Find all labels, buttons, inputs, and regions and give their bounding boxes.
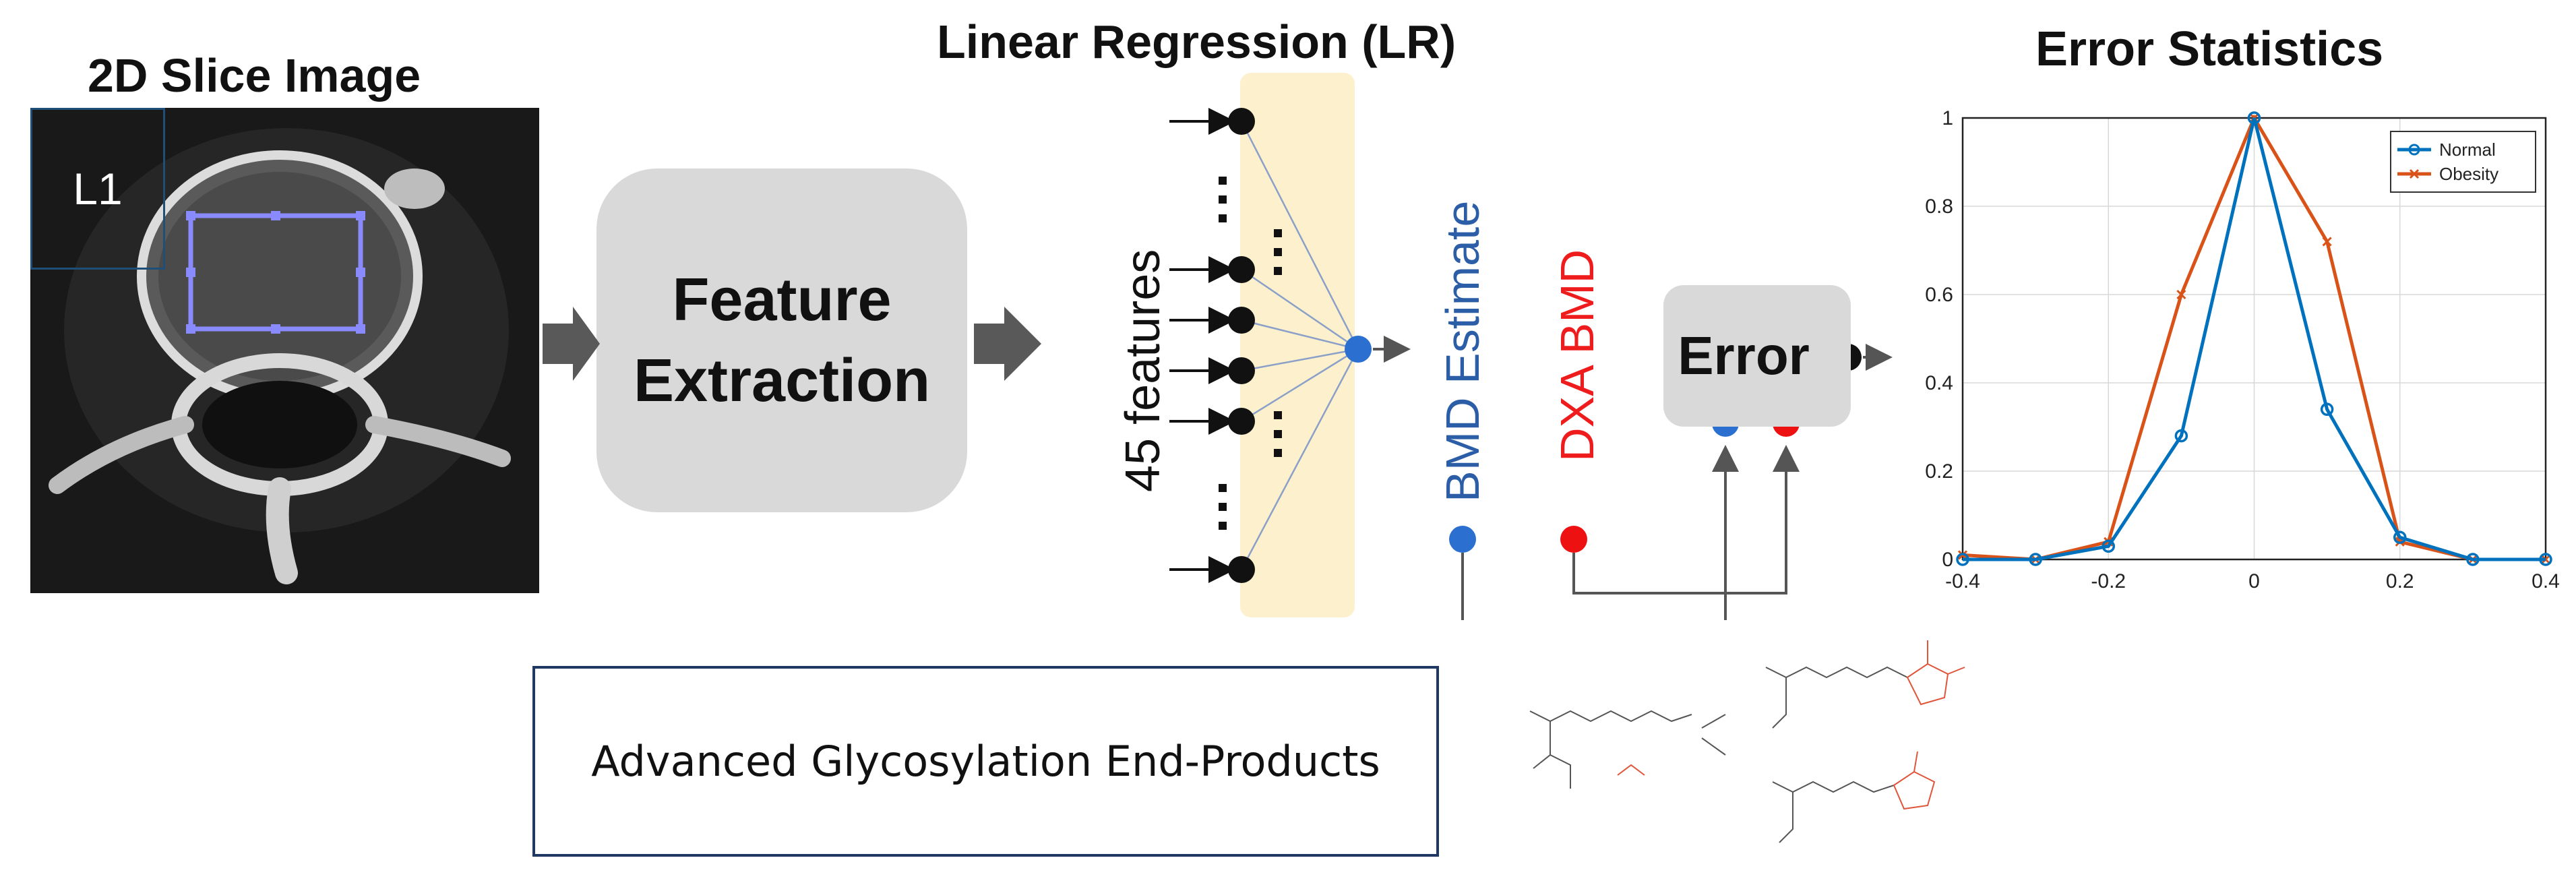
point-normal <box>1956 553 1969 566</box>
feature-extraction-line1: Feature <box>672 266 892 334</box>
feature-extraction-line2: Extraction <box>633 347 931 415</box>
bmd-estimate-label: BMD Estimate <box>1436 200 1489 502</box>
output-node <box>1345 336 1372 363</box>
x-tick-label: 0.2 <box>2386 570 2414 592</box>
point-normal <box>2466 553 2480 566</box>
ct-slice-image <box>30 108 539 593</box>
weight-lines <box>1240 121 1359 570</box>
y-tick-label: 0.2 <box>1925 460 1953 483</box>
point-normal <box>2029 553 2042 566</box>
point-normal <box>2539 553 2552 566</box>
series-line-normal <box>1963 117 2546 561</box>
point-normal <box>2320 402 2334 417</box>
x-tick-label: -0.2 <box>2091 570 2126 592</box>
error-box-label: Error <box>1678 326 1810 386</box>
linear-regression-title: Linear Regression (LR) <box>937 16 1456 68</box>
point-normal <box>2102 539 2115 553</box>
slice-image-title: 2D Slice Image <box>88 49 421 102</box>
y-tick-label: 0.8 <box>1925 195 1953 218</box>
vertebra-label-box: L1 <box>30 108 165 270</box>
x-tick-label: -0.4 <box>1945 570 1980 592</box>
chemical-structure-highlight <box>1617 640 1965 810</box>
error-statistics-title: Error Statistics <box>2035 22 2384 76</box>
input-nodes <box>1169 108 1235 583</box>
age-text: Advanced Glycosylation End-Products <box>591 737 1380 786</box>
point-obesity <box>2322 237 2332 247</box>
age-text-box: Advanced Glycosylation End-Products <box>532 666 1439 857</box>
x-tick-label: 0.4 <box>2532 570 2560 592</box>
point-normal <box>2247 111 2261 125</box>
y-tick-label: 0.6 <box>1925 284 1953 306</box>
dxa-bmd-label: DXA BMD <box>1551 249 1603 462</box>
flow-arrow-2 <box>974 307 1041 381</box>
y-tick-label: 1 <box>1942 107 1953 129</box>
point-normal <box>2174 429 2188 443</box>
legend-label-obesity: Obesity <box>2439 164 2498 184</box>
chemical-structure-sketch <box>1529 666 1908 843</box>
point-normal <box>2393 530 2407 544</box>
x-tick-label: 0 <box>2248 570 2260 592</box>
dxa-bmd-node <box>1560 526 1587 553</box>
regression-input-band <box>1240 73 1355 617</box>
bmd-estimate-node <box>1449 526 1476 553</box>
y-tick-label: 0 <box>1942 549 1953 571</box>
legend-label-normal: Normal <box>2439 140 2496 160</box>
input-node-dots <box>1228 108 1255 583</box>
ellipsis-dots <box>1219 177 1282 530</box>
error-statistics-chart: -0.4 -0.2 0 0.2 0.4 0 0.2 0.4 0.6 0.8 1 NormalObes… <box>1925 107 2560 592</box>
y-tick-label: 0.4 <box>1925 372 1953 394</box>
feature-extraction-box: Feature Extraction <box>596 169 967 512</box>
features-count-label: 45 features <box>1116 249 1170 492</box>
flow-arrow-1 <box>543 307 600 381</box>
point-obesity <box>2176 289 2186 300</box>
error-box: Error <box>1663 285 1851 427</box>
